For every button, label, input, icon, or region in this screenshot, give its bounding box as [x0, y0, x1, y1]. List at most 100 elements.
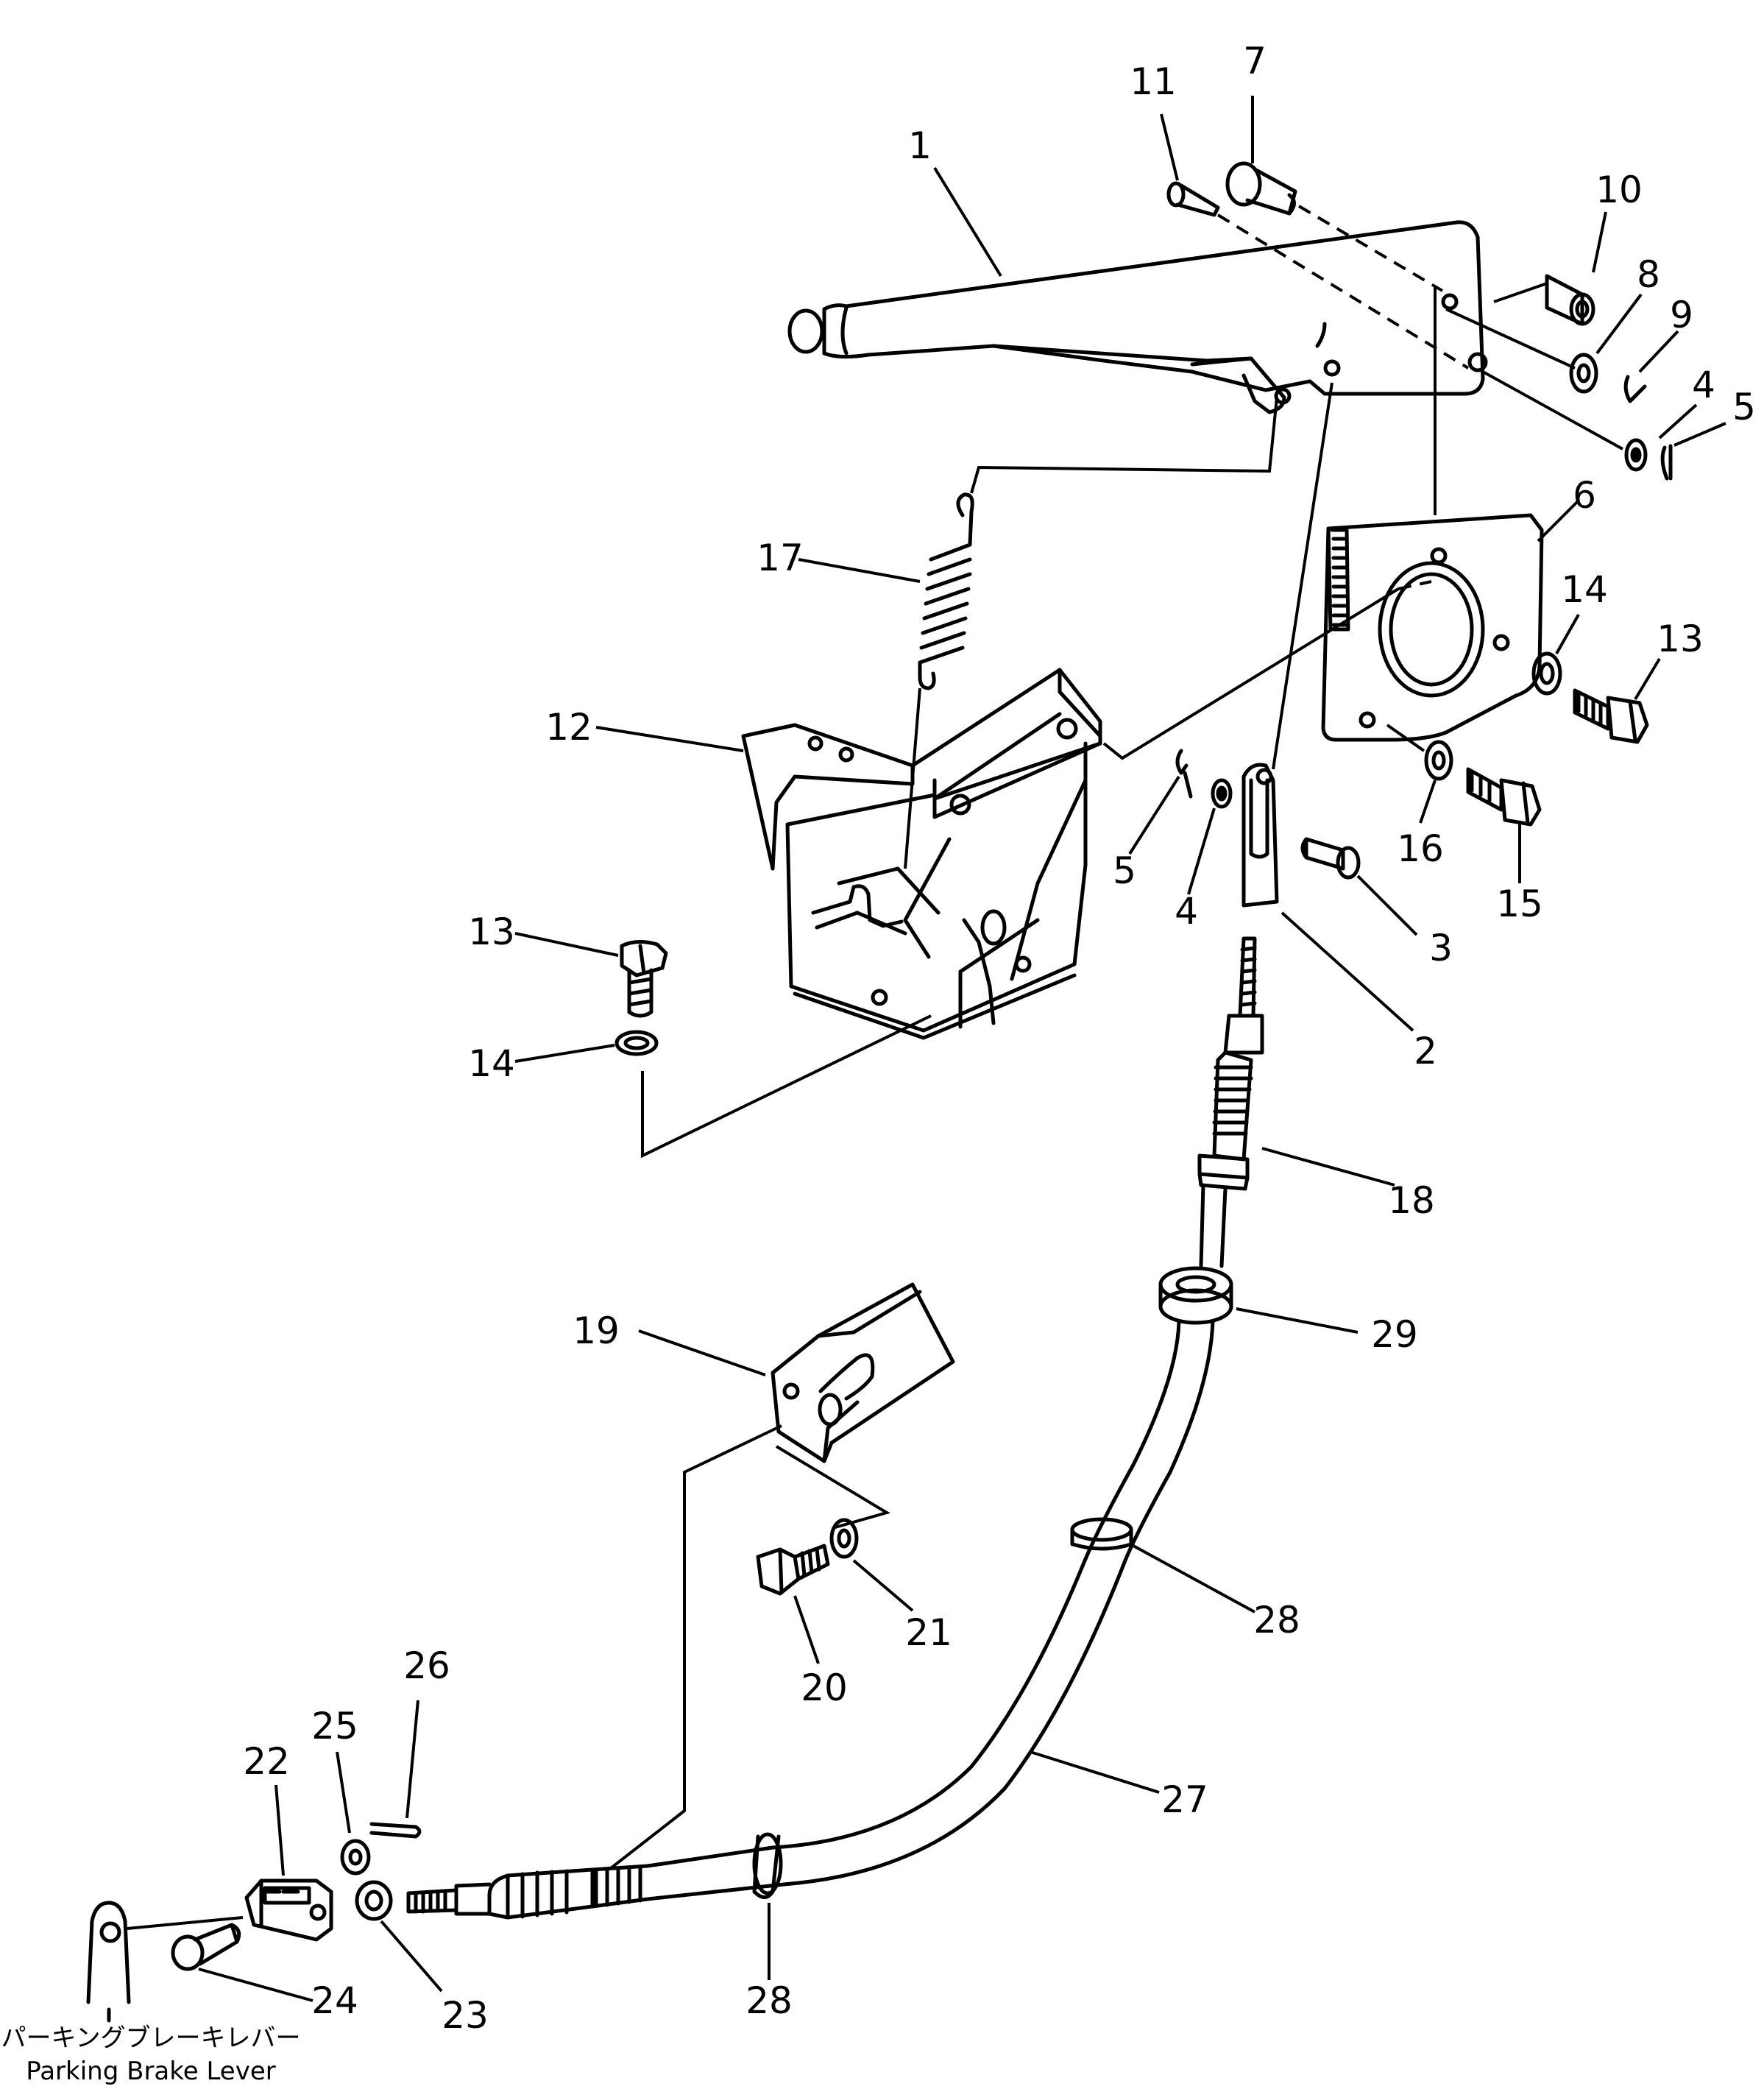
washer-part-14-left: [614, 1030, 659, 1056]
assembly-line-plate19-left: [609, 1424, 782, 1870]
callout-15: 15: [1496, 883, 1543, 925]
cable-adjuster-part-18: [1197, 936, 1264, 1268]
assembly-lines: [127, 205, 1623, 1930]
caption-japanese: パーキングブレーキレバー: [1, 2023, 301, 2053]
leader-13-right: [1634, 657, 1661, 701]
washer-part-21: [829, 1518, 859, 1559]
assembly-line-bushing: [1493, 282, 1548, 303]
callout-14-right: 14: [1561, 568, 1608, 611]
clevis-pin-part-3: [1300, 837, 1361, 880]
spring-part-17: [918, 492, 974, 690]
parking-brake-lever-caption: パーキングブレーキレバー Parking Brake Lever: [1, 2023, 301, 2086]
bolt-part-13-left: [620, 940, 668, 1018]
assembly-line-yoke: [1272, 382, 1333, 770]
parking-brake-lever-end: [86, 1901, 131, 2023]
leader-4-lower: [1187, 807, 1216, 895]
callout-28-upper: 28: [1253, 1599, 1300, 1641]
callout-7: 7: [1243, 40, 1267, 82]
leader-23: [380, 1920, 443, 1993]
leader-13-left: [514, 932, 619, 957]
leader-22: [274, 1784, 285, 1876]
assembly-line-washer16: [1386, 724, 1425, 752]
callout-5-lower: 5: [1113, 849, 1136, 892]
bolt-part-20: [756, 1544, 830, 1596]
callout-13-right: 13: [1657, 618, 1704, 660]
callout-16: 16: [1397, 827, 1444, 870]
brake-lever-part: [787, 220, 1488, 414]
assembly-line-washer8: [1445, 308, 1576, 370]
callout-labels: 1 2 3 4 4 5 5 6 7 8 9 10 11 12 13 13 14 …: [243, 40, 1756, 2037]
callout-21: 21: [905, 1611, 952, 1654]
leader-27: [1030, 1750, 1160, 1794]
callout-6: 6: [1573, 474, 1596, 517]
leader-10: [1592, 211, 1607, 273]
leader-24: [198, 1968, 314, 2002]
assembly-line-bolt13-left: [641, 1014, 932, 1159]
leader-21: [852, 1559, 914, 1612]
pin-part-26: [369, 1822, 422, 1839]
assembly-line-bracket-plate: [1102, 587, 1400, 760]
callout-8: 8: [1637, 253, 1660, 296]
leader-14-right: [1555, 614, 1580, 654]
assembly-line-pin7: [1297, 205, 1444, 292]
callout-1: 1: [908, 124, 932, 167]
leader-1: [933, 166, 1002, 278]
callout-19: 19: [573, 1309, 620, 1352]
washer-part-25: [340, 1839, 371, 1876]
callout-27: 27: [1161, 1778, 1208, 1821]
assembly-line-lever-clevis: [127, 1916, 244, 1930]
callout-4-lower: 4: [1175, 890, 1198, 933]
leader-14-left: [514, 1044, 615, 1063]
callout-29: 29: [1371, 1313, 1418, 1356]
washer-part-8: [1569, 353, 1598, 394]
callout-2: 2: [1414, 1030, 1437, 1072]
bushing-part-10: [1545, 274, 1595, 326]
caption-english: Parking Brake Lever: [26, 2057, 276, 2086]
leader-3: [1356, 874, 1418, 936]
cable-part-27: [645, 1319, 1215, 1901]
assembly-line-washer4: [1482, 370, 1623, 450]
bracket-part-12: [741, 668, 1102, 1040]
pin-part-24: [171, 1923, 241, 1971]
leader-12: [595, 726, 744, 752]
washer-part-16: [1424, 740, 1453, 781]
split-pin-part-11: [1166, 181, 1220, 217]
callout-3: 3: [1429, 927, 1453, 969]
assembly-line-pin11: [1216, 213, 1470, 370]
callout-24: 24: [311, 1979, 358, 2022]
assembly-line-spring-top: [970, 397, 1278, 494]
leader-18: [1261, 1147, 1395, 1187]
callout-13-left: 13: [468, 911, 515, 953]
leader-11: [1160, 113, 1179, 181]
assembly-line-dash-plate: [1398, 580, 1432, 590]
callout-12: 12: [545, 706, 592, 749]
callout-9: 9: [1670, 294, 1693, 336]
callout-17: 17: [757, 537, 804, 579]
nut-part-23: [355, 1880, 393, 1921]
assembly-line-spring-bottom: [904, 688, 921, 869]
cable-lower-end: [406, 1864, 650, 1920]
callout-20: 20: [801, 1666, 848, 1709]
leader-8: [1595, 293, 1643, 355]
callout-14-left: 14: [468, 1042, 515, 1085]
leader-19: [638, 1329, 766, 1376]
leader-6: [1537, 499, 1580, 542]
leader-2: [1281, 911, 1414, 1032]
callout-23: 23: [442, 1994, 489, 2037]
leader-9: [1638, 330, 1679, 373]
leader-5-upper: [1673, 422, 1726, 447]
assembly-line-plate19-washer: [775, 1445, 890, 1529]
bolt-part-13-right: [1573, 688, 1649, 744]
callout-26: 26: [403, 1644, 450, 1687]
callout-10: 10: [1595, 169, 1643, 211]
leader-29: [1236, 1307, 1359, 1334]
washer-part-4-lower: [1211, 778, 1233, 809]
leader-5-lower: [1128, 775, 1180, 855]
callout-28-lower: 28: [745, 1979, 793, 2022]
cotter-pin-part-9: [1623, 375, 1647, 403]
leader-20: [793, 1595, 820, 1664]
leader-25: [336, 1751, 351, 1834]
clevis-pin-part-7: [1225, 161, 1297, 216]
